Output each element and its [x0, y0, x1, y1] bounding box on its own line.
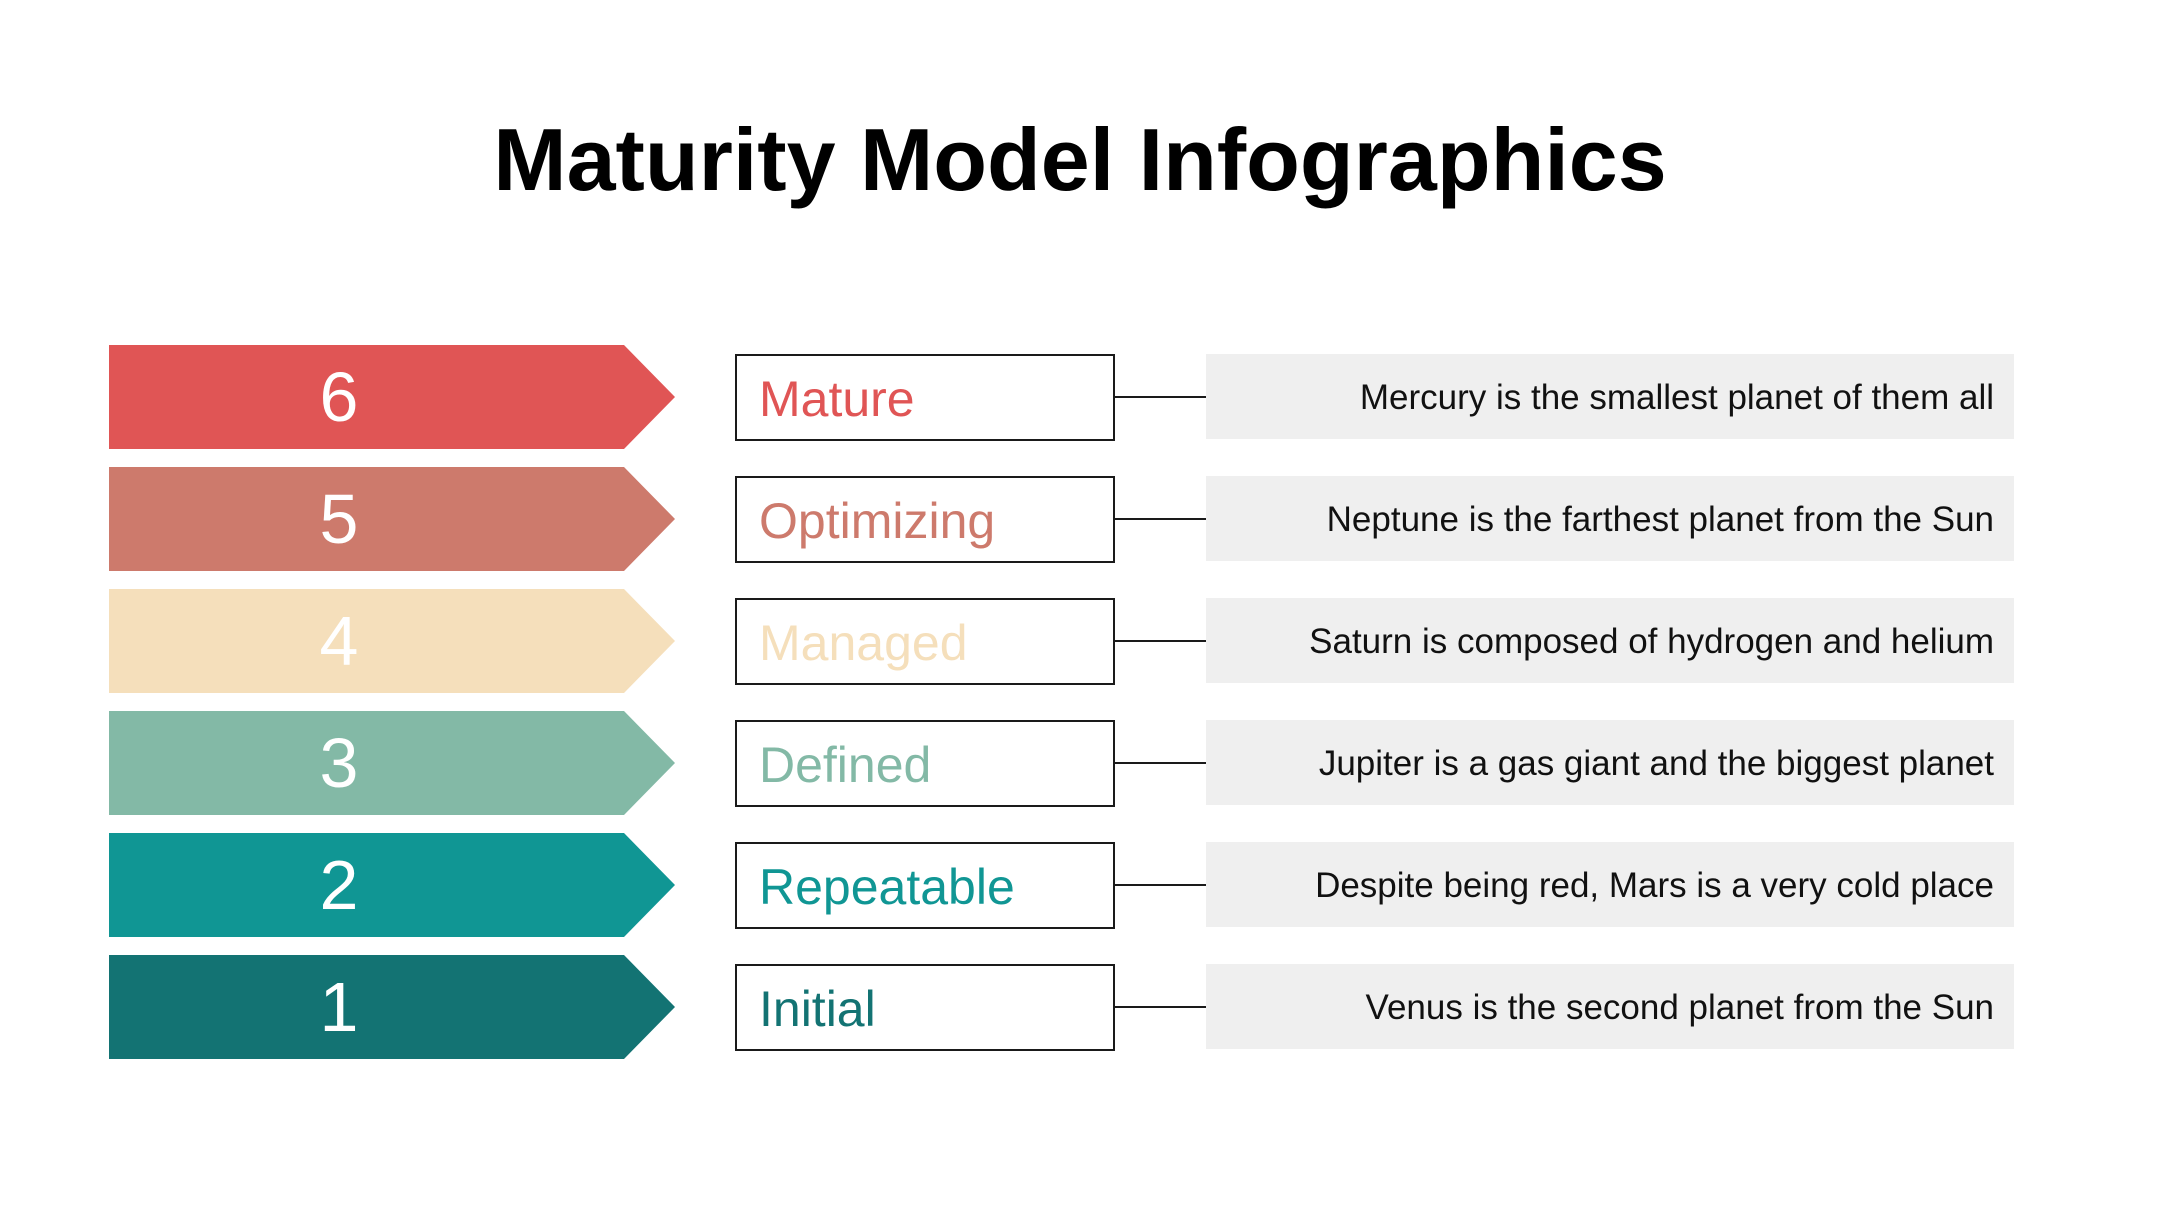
description-box: Saturn is composed of hydrogen and heliu…	[1206, 598, 2014, 683]
connector-line	[1113, 884, 1206, 886]
level-number: 5	[319, 480, 359, 558]
description-box: Jupiter is a gas giant and the biggest p…	[1206, 720, 2014, 805]
description-text: Mercury is the smallest planet of them a…	[1359, 378, 1994, 417]
level-arrow: 6	[109, 345, 675, 449]
connector-line	[1113, 518, 1206, 520]
stage-label: Initial	[759, 981, 876, 1037]
stage-label: Optimizing	[759, 493, 996, 549]
stage-box: Initial	[735, 964, 1115, 1051]
level-row-2: 2 Repeatable Despite being red, Mars is …	[0, 833, 2160, 937]
level-arrow: 1	[109, 955, 675, 1059]
level-number: 2	[319, 846, 359, 924]
stage-label: Repeatable	[759, 859, 1015, 915]
level-row-5: 5 Optimizing Neptune is the farthest pla…	[0, 467, 2160, 571]
description-text: Neptune is the farthest planet from the …	[1326, 500, 1994, 539]
level-arrow: 2	[109, 833, 675, 937]
level-arrow: 3	[109, 711, 675, 815]
level-row-6: 6 Mature Mercury is the smallest planet …	[0, 345, 2160, 449]
level-number: 6	[319, 358, 359, 436]
description-text: Despite being red, Mars is a very cold p…	[1315, 866, 1994, 905]
stage-label: Managed	[759, 615, 968, 671]
stage-box: Managed	[735, 598, 1115, 685]
level-row-1: 1 Initial Venus is the second planet fro…	[0, 955, 2160, 1059]
level-number: 1	[319, 968, 359, 1046]
description-box: Neptune is the farthest planet from the …	[1206, 476, 2014, 561]
connector-line	[1113, 640, 1206, 642]
connector-line	[1113, 762, 1206, 764]
description-text: Jupiter is a gas giant and the biggest p…	[1318, 744, 1994, 783]
stage-box: Mature	[735, 354, 1115, 441]
description-box: Despite being red, Mars is a very cold p…	[1206, 842, 2014, 927]
level-row-4: 4 Managed Saturn is composed of hydrogen…	[0, 589, 2160, 693]
stage-box: Defined	[735, 720, 1115, 807]
description-box: Mercury is the smallest planet of them a…	[1206, 354, 2014, 439]
level-row-3: 3 Defined Jupiter is a gas giant and the…	[0, 711, 2160, 815]
page-title: Maturity Model Infographics	[493, 110, 1667, 209]
stage-box: Repeatable	[735, 842, 1115, 929]
stage-label: Defined	[759, 737, 932, 793]
stage-label: Mature	[759, 371, 915, 427]
connector-line	[1113, 396, 1206, 398]
description-text: Venus is the second planet from the Sun	[1365, 988, 1994, 1027]
level-number: 3	[319, 724, 359, 802]
description-box: Venus is the second planet from the Sun	[1206, 964, 2014, 1049]
level-arrow: 4	[109, 589, 675, 693]
description-text: Saturn is composed of hydrogen and heliu…	[1309, 622, 1994, 661]
connector-line	[1113, 1006, 1206, 1008]
level-number: 4	[319, 602, 359, 680]
stage-box: Optimizing	[735, 476, 1115, 563]
level-arrow: 5	[109, 467, 675, 571]
